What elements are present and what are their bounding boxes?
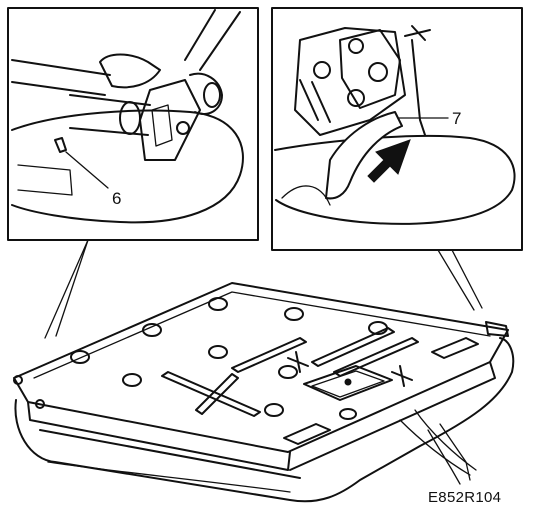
left-detail-panel: 6 (7, 7, 259, 241)
mount-hole-1 (70, 350, 90, 364)
callout-7-label: 7 (452, 109, 461, 128)
slot-3 (333, 337, 419, 377)
left-panel-frame (7, 7, 259, 241)
left-round-bar (69, 94, 151, 136)
left-rail-tube (11, 59, 111, 96)
recessed-panel-bolt (344, 378, 352, 386)
left-zoom-pointer-b (55, 239, 89, 337)
seat-cushion-outline (14, 337, 515, 503)
front-cutout-1 (283, 423, 331, 445)
left-latch-bracket (139, 79, 201, 161)
x-emboss-bar-b (195, 373, 239, 415)
code-leader-a (427, 429, 461, 485)
mount-hole-5 (284, 307, 304, 321)
seat-side-wall-right (289, 361, 496, 471)
callout-6-leader (65, 151, 109, 189)
edge-bolt-left-top (13, 375, 23, 385)
edge-clip-right (485, 321, 509, 337)
right-latch-body (294, 27, 406, 136)
seat-side-wall-front (27, 401, 291, 471)
seat-cushion-fold-b (414, 409, 477, 471)
recessed-panel-inner (311, 370, 385, 398)
x-mark-small-2 (391, 365, 413, 387)
mount-hole-9 (264, 403, 284, 417)
left-latch-pin (176, 121, 190, 135)
slot-2 (311, 327, 395, 367)
right-cushion-outline (274, 134, 516, 225)
right-pivot-left (313, 61, 331, 79)
mount-hole-3 (208, 297, 228, 311)
mount-hole-2 (142, 323, 162, 337)
left-cushion-seam (17, 164, 73, 196)
mount-hole-10 (339, 408, 357, 420)
mount-hole-7 (278, 365, 298, 379)
left-zoom-pointer-a (44, 239, 89, 339)
right-detail-panel: 7 (271, 7, 523, 251)
left-fastener (54, 137, 67, 153)
x-mark-small-1 (287, 351, 309, 373)
seat-cushion-bottom-seam (47, 461, 291, 493)
right-zoom-pointer-b (451, 249, 483, 309)
push-direction-arrow-icon (367, 139, 411, 183)
right-edge-rail (411, 39, 426, 136)
code-leader-b (439, 423, 471, 481)
figure-code: E852R104 (428, 489, 501, 506)
right-pivot-middle (368, 62, 388, 82)
right-top-fastener (404, 25, 431, 41)
x-emboss-bar-a (161, 371, 261, 417)
seat-assembly (13, 282, 515, 503)
right-cushion-fold (281, 185, 331, 206)
seat-lower-rod (39, 429, 301, 479)
seat-plate-rim (33, 291, 491, 379)
left-upper-frame (184, 9, 241, 71)
left-cushion-outline (11, 109, 244, 224)
callout-6-label: 6 (112, 189, 121, 208)
left-hinge-bolt (203, 82, 221, 108)
mount-hole-6 (122, 373, 142, 387)
right-latch-spring (299, 79, 331, 123)
right-release-strap (325, 111, 403, 200)
left-hinge-loop (189, 72, 223, 115)
recessed-panel (303, 365, 393, 401)
right-panel-frame (271, 7, 523, 251)
slot-1 (231, 337, 307, 373)
right-latch-plate (339, 29, 401, 109)
right-zoom-pointer-a (437, 249, 475, 311)
seat-base-plate (13, 282, 509, 453)
left-latch-slot (151, 104, 173, 147)
right-pivot-bottom (347, 89, 365, 107)
left-bar-end (119, 101, 141, 135)
edge-bolt-left-bottom (35, 399, 45, 409)
mount-hole-4 (208, 345, 228, 359)
left-clip-housing (99, 53, 161, 89)
front-cutout-2 (431, 337, 479, 359)
right-pivot-top (348, 38, 364, 54)
seat-cushion-fold-a (399, 419, 471, 476)
